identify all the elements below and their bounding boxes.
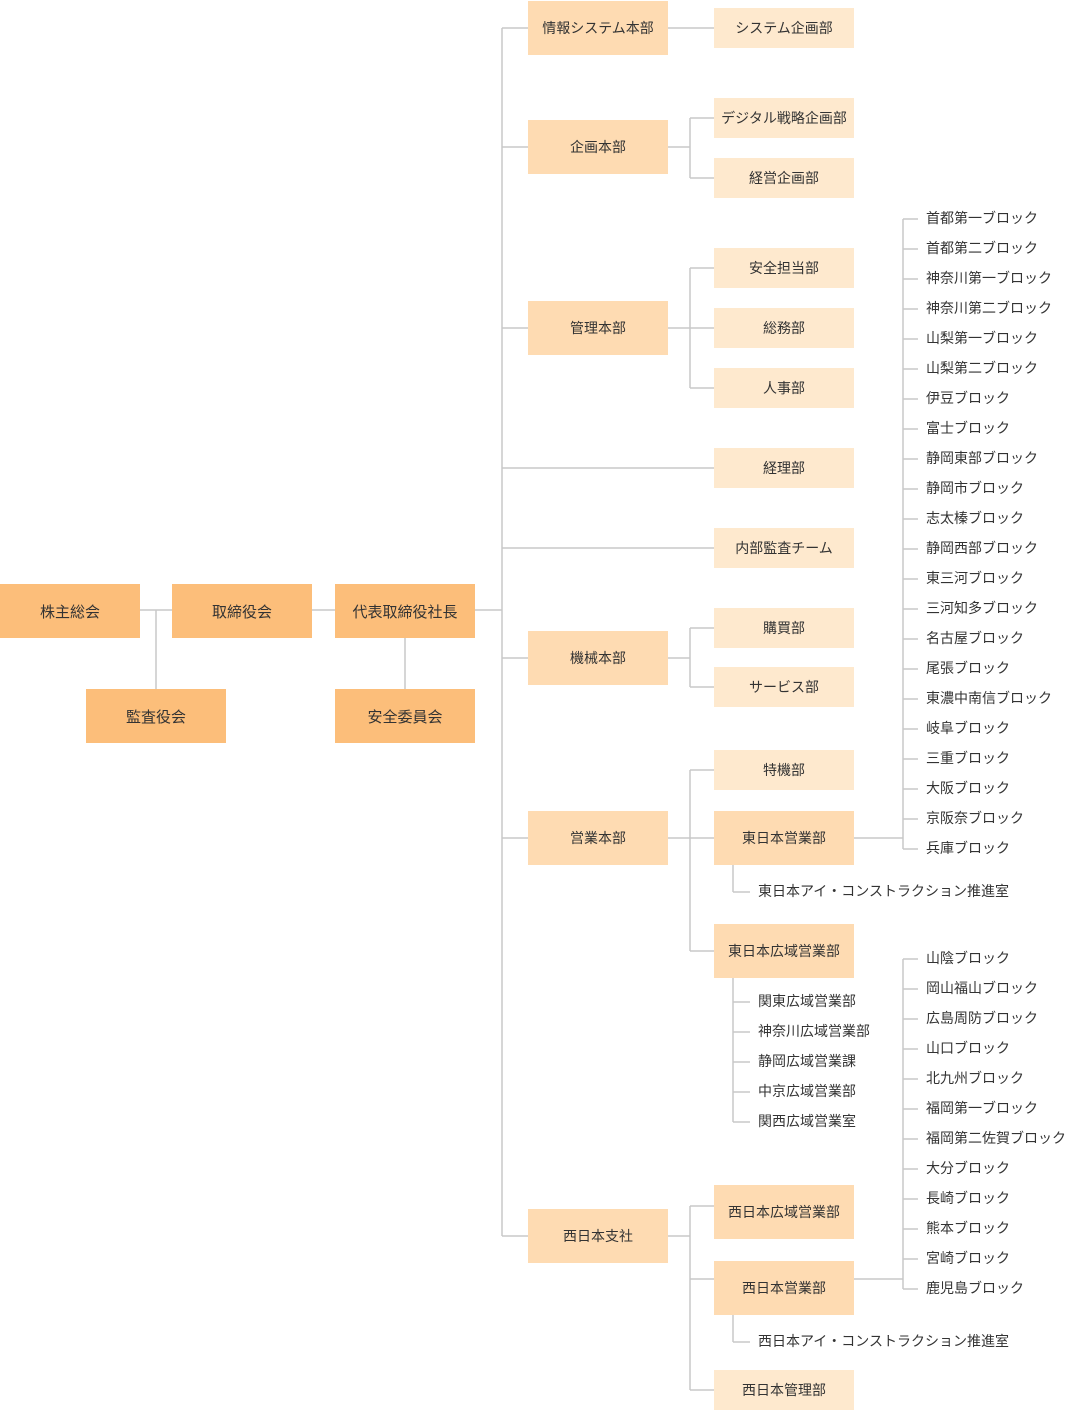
block-item: 首都第一ブロック [926,211,1038,227]
block-item: 大分ブロック [926,1161,1010,1177]
service-dept-label: サービス部 [749,680,819,696]
block-item: 宮崎ブロック [926,1251,1010,1267]
east-wide-unit-item: 神奈川広域営業部 [758,1024,870,1040]
block-item: 京阪奈ブロック [926,811,1024,827]
block-item: 首都第二ブロック [926,241,1038,257]
audit-board-box: 監査役会 [86,689,226,743]
east-wide-unit-item: 関東広域営業部 [758,994,856,1010]
block-item: 伊豆ブロック [926,391,1010,407]
block-item: 岡山福山ブロック [926,981,1038,997]
hr-dept-box: 人事部 [714,368,854,408]
sales-division-box: 営業本部 [528,811,668,865]
special-machinery-dept-label: 特機部 [763,763,805,779]
info-systems-division-box: 情報システム本部 [528,1,668,55]
block-item: 名古屋ブロック [926,631,1024,647]
safety-dept-label: 安全担当部 [749,261,819,277]
purchasing-dept-box: 購買部 [714,608,854,648]
block-item: 兵庫ブロック [926,841,1010,857]
sales-division-label: 営業本部 [570,831,626,847]
west-japan-wide-sales-dept-box: 西日本広域営業部 [714,1185,854,1239]
service-dept-box: サービス部 [714,667,854,707]
safety-committee-label: 安全委員会 [367,707,443,726]
block-item: 鹿児島ブロック [926,1281,1024,1297]
block-item: 東濃中南信ブロック [926,691,1052,707]
machinery-division-box: 機械本部 [528,631,668,685]
corporate-planning-dept-box: 経営企画部 [714,158,854,198]
east-wide-unit-item: 中京広域営業部 [758,1084,856,1100]
east-construction-office-label: 東日本アイ・コンストラクション推進室 [758,884,1010,900]
president-box: 代表取締役社長 [335,584,475,638]
block-item: 三河知多ブロック [926,601,1038,617]
block-item: 静岡市ブロック [926,481,1024,497]
block-item: 福岡第一ブロック [926,1101,1038,1117]
west-japan-wide-sales-dept-label: 西日本広域営業部 [728,1205,840,1221]
general-affairs-dept-box: 総務部 [714,308,854,348]
west-japan-admin-dept-box: 西日本管理部 [714,1370,854,1410]
block-item: 三重ブロック [926,751,1010,767]
block-item: 東三河ブロック [926,571,1024,587]
west-japan-branch-box: 西日本支社 [528,1209,668,1263]
block-item: 熊本ブロック [926,1221,1010,1237]
block-item: 山陰ブロック [926,951,1010,967]
corporate-planning-dept-label: 経営企画部 [749,171,819,187]
president-label: 代表取締役社長 [352,602,458,621]
east-wide-unit-item: 関西広域営業室 [758,1114,856,1130]
block-item: 山梨第二ブロック [926,361,1038,377]
admin-division-box: 管理本部 [528,301,668,355]
purchasing-dept-label: 購買部 [763,621,805,637]
general-affairs-dept-label: 総務部 [763,321,805,337]
board-of-directors-box: 取締役会 [172,584,312,638]
special-machinery-dept-box: 特機部 [714,750,854,790]
internal-audit-team-label: 内部監査チーム [735,541,833,557]
block-item: 広島周防ブロック [926,1011,1038,1027]
internal-audit-team-box: 内部監査チーム [714,528,854,568]
west-japan-sales-dept-box: 西日本営業部 [714,1261,854,1315]
block-item: 神奈川第一ブロック [926,271,1052,287]
block-item: 北九州ブロック [926,1071,1024,1087]
safety-committee-box: 安全委員会 [335,689,475,743]
east-japan-wide-sales-dept-label: 東日本広域営業部 [728,944,840,960]
block-item: 志太榛ブロック [926,511,1024,527]
east-wide-unit-item: 静岡広域営業課 [758,1054,856,1070]
block-item: 尾張ブロック [926,661,1010,677]
block-item: 山梨第一ブロック [926,331,1038,347]
west-japan-admin-dept-label: 西日本管理部 [742,1383,826,1399]
block-item: 岐阜ブロック [926,721,1010,737]
west-japan-sales-dept-label: 西日本営業部 [742,1281,826,1297]
audit-board-label: 監査役会 [125,707,186,726]
east-japan-sales-dept-box: 東日本営業部 [714,811,854,865]
system-planning-dept-box: システム企画部 [714,8,854,48]
west-construction-office-label: 西日本アイ・コンストラクション推進室 [758,1334,1010,1350]
shareholders-meeting-box: 株主総会 [0,584,140,638]
planning-division-label: 企画本部 [570,140,626,156]
east-japan-wide-sales-dept-box: 東日本広域営業部 [714,924,854,978]
east-japan-sales-dept-label: 東日本営業部 [742,831,826,847]
accounting-dept-box: 経理部 [714,448,854,488]
machinery-division-label: 機械本部 [570,651,626,667]
block-item: 静岡東部ブロック [926,451,1038,467]
safety-dept-box: 安全担当部 [714,248,854,288]
block-item: 富士ブロック [926,421,1010,437]
block-item: 静岡西部ブロック [926,541,1038,557]
accounting-dept-label: 経理部 [763,461,805,477]
hr-dept-label: 人事部 [763,381,805,397]
block-item: 長崎ブロック [926,1191,1010,1207]
block-item: 大阪ブロック [926,781,1010,797]
block-item: 神奈川第二ブロック [926,301,1052,317]
info-systems-division-label: 情報システム本部 [542,21,654,37]
admin-division-label: 管理本部 [570,321,626,337]
digital-strategy-dept-label: デジタル戦略企画部 [721,111,847,127]
digital-strategy-dept-box: デジタル戦略企画部 [714,98,854,138]
shareholders-meeting-label: 株主総会 [39,602,100,621]
planning-division-box: 企画本部 [528,120,668,174]
board-of-directors-label: 取締役会 [211,602,272,621]
block-item: 福岡第二佐賀ブロック [926,1131,1066,1147]
block-item: 山口ブロック [926,1041,1010,1057]
system-planning-dept-label: システム企画部 [735,21,833,37]
west-japan-branch-label: 西日本支社 [563,1229,633,1245]
